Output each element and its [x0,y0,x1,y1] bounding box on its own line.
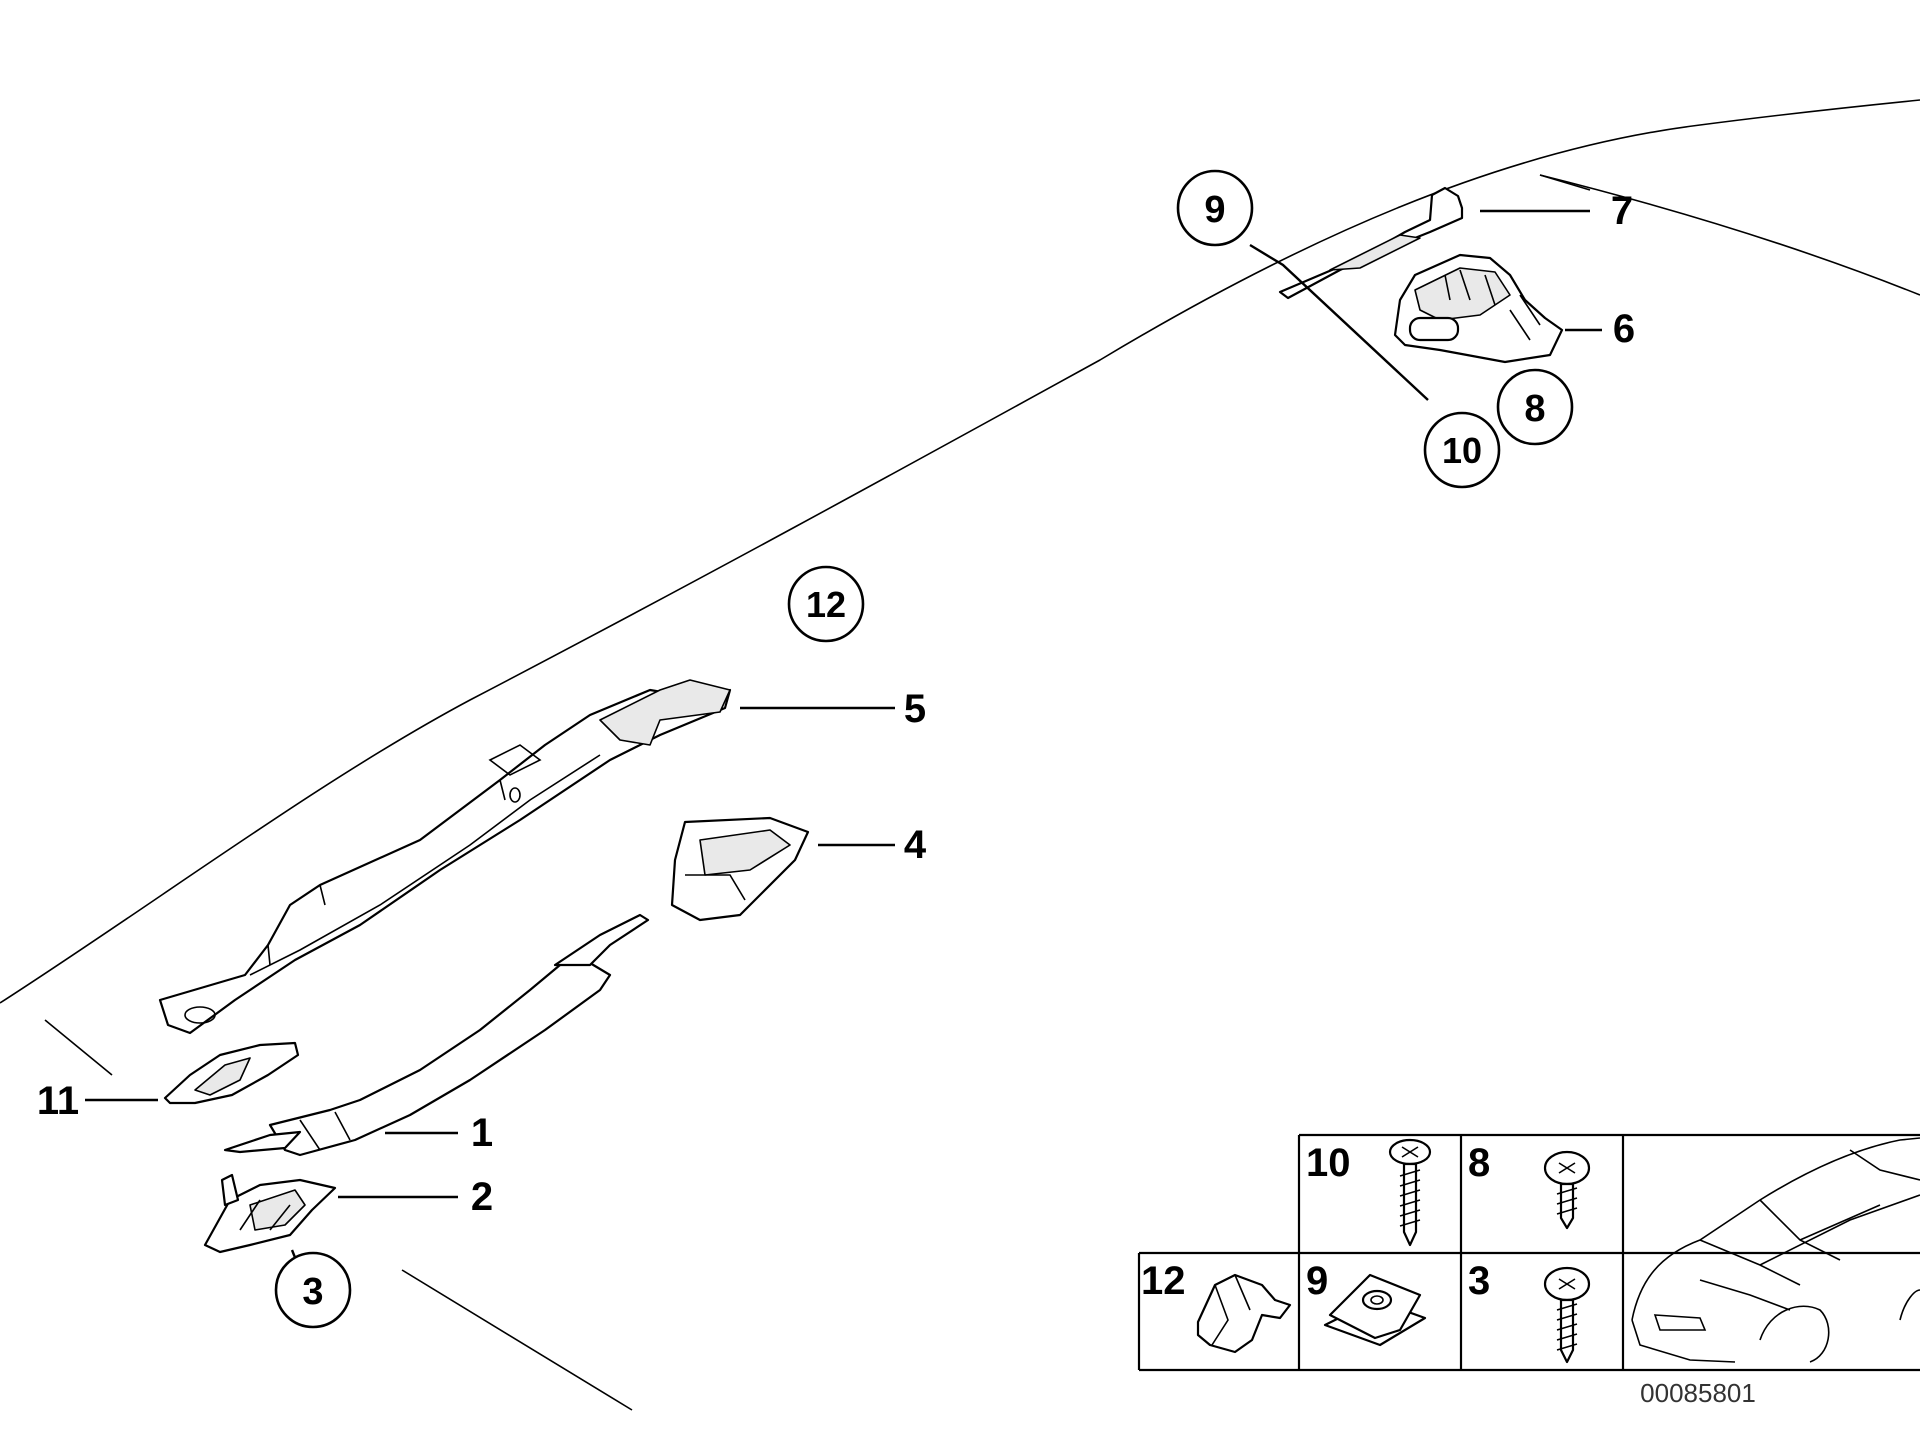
callout-circle-8: 8 [1496,368,1574,446]
legend-label-9: 9 [1306,1259,1328,1303]
part-7-roof-bracket [1278,186,1464,300]
legend-cell-12: 12 [1141,1259,1292,1354]
part-11-bracket [163,1041,300,1105]
car-icon [1631,1137,1920,1363]
callout-label-1: 1 [471,1111,493,1155]
callout-label-8: 8 [1524,388,1545,430]
part-4-end-cap [670,816,810,922]
legend-cell-8: 8 [1468,1141,1591,1230]
callout-label-11: 11 [37,1079,79,1123]
clip-icon [1196,1273,1292,1354]
part-1-lower-trim [223,913,650,1157]
part-2-retainer [203,1173,337,1254]
legend-cell-9: 9 [1306,1259,1427,1347]
legend-cell-10: 10 [1306,1138,1432,1247]
legend-label-8: 8 [1468,1141,1490,1185]
rear-contour-line [1539,174,1920,296]
legend-label-3: 3 [1468,1259,1490,1303]
fastener-legend: 10 8 12 [1137,1133,1920,1408]
callout-label-3: 3 [302,1271,323,1313]
callout-label-4: 4 [904,823,927,867]
clip-nut-icon [1323,1273,1427,1347]
legend-label-10: 10 [1306,1141,1351,1185]
callout-label-6: 6 [1613,307,1635,351]
callout-label-10: 10 [1442,430,1482,471]
callout-label-5: 5 [904,687,926,731]
callout-circle-9: 9 [1176,169,1254,247]
leader-lines [85,174,1602,1266]
part-5-pillar-trim [158,679,732,1035]
legend-label-12: 12 [1141,1259,1186,1303]
callout-label-12: 12 [806,584,846,625]
callout-circle-10: 10 [1423,411,1501,489]
screw-icon [1388,1138,1432,1247]
callout-circle-12: 12 [787,565,865,643]
screw-icon [1543,1150,1591,1230]
roof-contour-line [0,99,1920,1004]
callout-circle-3: 3 [274,1251,352,1329]
screw-icon [1543,1266,1591,1364]
callout-label-9: 9 [1204,189,1225,231]
part-6-mount [1393,253,1564,364]
pillar-line-lower-left [44,1019,113,1076]
callout-label-7: 7 [1611,189,1633,233]
pillar-line-lower [401,1269,633,1411]
legend-cell-3: 3 [1468,1259,1591,1364]
diagram-code: 00085801 [1640,1378,1756,1408]
callout-label-2: 2 [471,1175,493,1219]
